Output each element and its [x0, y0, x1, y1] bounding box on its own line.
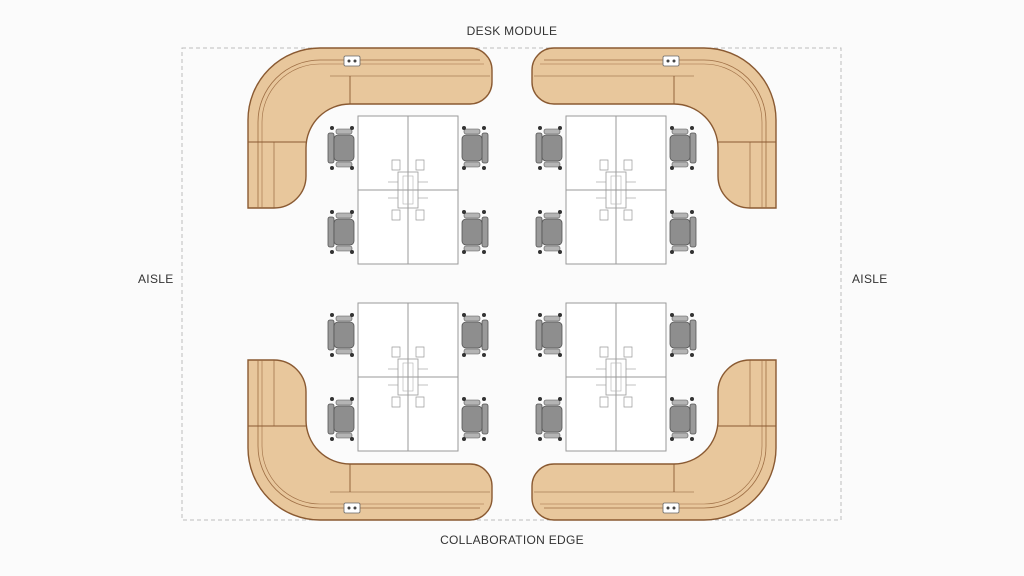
outlet-icon [343, 55, 361, 67]
label-desk-module: DESK MODULE [466, 24, 558, 38]
desk-pod-bottom-left [328, 303, 488, 451]
outlet-icon [662, 55, 680, 67]
label-aisle-left: AISLE [138, 272, 174, 286]
outlet-icon [343, 502, 361, 514]
outlet-icon [662, 502, 680, 514]
label-collaboration-edge: COLLABORATION EDGE [440, 533, 584, 547]
label-aisle-right: AISLE [852, 272, 888, 286]
desk-pod-top-left [328, 116, 488, 264]
desk-pod-bottom-right [536, 303, 696, 451]
desk-pod-top-right [536, 116, 696, 264]
module-boundary [181, 47, 842, 521]
